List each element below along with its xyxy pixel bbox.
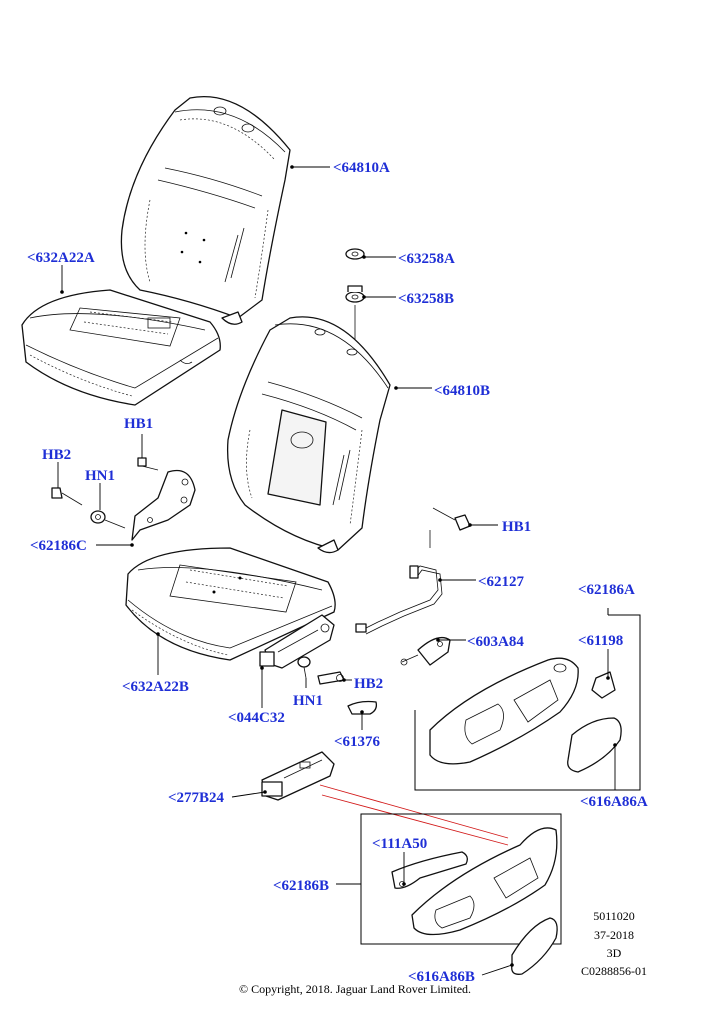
callout-63258b[interactable]: <63258B — [398, 291, 454, 307]
seat-back-lower — [226, 316, 391, 554]
seat-cushion-lower — [125, 547, 336, 661]
side-shield-62186a — [429, 657, 579, 765]
switch-603a84 — [400, 636, 451, 666]
group-box-62186a — [414, 608, 641, 791]
side-shield-62186b — [411, 827, 558, 936]
callout-616a86b[interactable]: <616A86B — [408, 969, 475, 985]
indicator-line-1 — [319, 784, 509, 839]
leader-lines — [57, 165, 617, 976]
seat-cushion-upper — [21, 289, 221, 406]
knob-61198 — [591, 671, 616, 699]
callout-632a22a[interactable]: <632A22A — [27, 250, 95, 266]
screw-hb1-right — [429, 507, 471, 548]
screw-hb2-left — [51, 487, 83, 506]
trim-cover-616a86a — [567, 717, 622, 773]
meta-line-2: 37-2018 — [594, 928, 634, 942]
callout-hb2-left[interactable]: HB2 — [42, 447, 71, 463]
trim-61376 — [347, 700, 378, 715]
callout-hb2-mid[interactable]: HB2 — [354, 676, 383, 692]
seat-back-upper — [120, 96, 291, 325]
meta-line-1: 5011020 — [593, 909, 635, 923]
screw-hb2-mid — [317, 671, 345, 685]
callout-hn1-mid[interactable]: HN1 — [293, 693, 323, 709]
guide-sleeve-b — [345, 285, 365, 303]
callout-64810b[interactable]: <64810B — [434, 383, 490, 399]
meta-line-4: C0288856-01 — [581, 964, 647, 978]
callout-hb1-top[interactable]: HB1 — [124, 416, 153, 432]
callout-044c32[interactable]: <044C32 — [228, 710, 285, 726]
indicator-line-2 — [321, 794, 509, 846]
track-277b24 — [261, 751, 335, 801]
group-box-62186b — [360, 813, 562, 945]
guide-sleeve-a — [345, 248, 365, 260]
callout-hn1-left[interactable]: HN1 — [85, 468, 115, 484]
callout-62186c[interactable]: <62186C — [30, 538, 87, 554]
nut-hn1-left — [90, 510, 126, 529]
callout-61376[interactable]: <61376 — [334, 734, 381, 750]
callout-62127[interactable]: <62127 — [478, 574, 525, 590]
callout-111a50[interactable]: <111A50 — [372, 836, 427, 852]
callout-603a84[interactable]: <603A84 — [467, 634, 524, 650]
handle-111a50 — [391, 851, 468, 889]
meta-line-3: 3D — [607, 946, 622, 960]
frame-bracket-044c32 — [259, 614, 335, 669]
callout-616a86a[interactable]: <616A86A — [580, 794, 648, 810]
copyright-notice: © Copyright, 2018. Jaguar Land Rover Lim… — [239, 982, 471, 996]
screw-hn1-mid — [297, 656, 311, 679]
callout-62186a[interactable]: <62186A — [578, 582, 635, 598]
callout-hb1-right[interactable]: HB1 — [502, 519, 531, 535]
callout-63258a[interactable]: <63258A — [398, 251, 455, 267]
bracket-62186c — [131, 469, 196, 541]
callout-62186b[interactable]: <62186B — [273, 878, 329, 894]
cable-62127 — [355, 565, 443, 635]
trim-cover-616a86b — [511, 917, 558, 975]
callout-277b24[interactable]: <277B24 — [168, 790, 225, 806]
callout-61198[interactable]: <61198 — [578, 633, 623, 649]
callout-632a22b[interactable]: <632A22B — [122, 679, 189, 695]
screw-hb1-top — [137, 457, 159, 471]
callout-64810a[interactable]: <64810A — [333, 160, 390, 176]
